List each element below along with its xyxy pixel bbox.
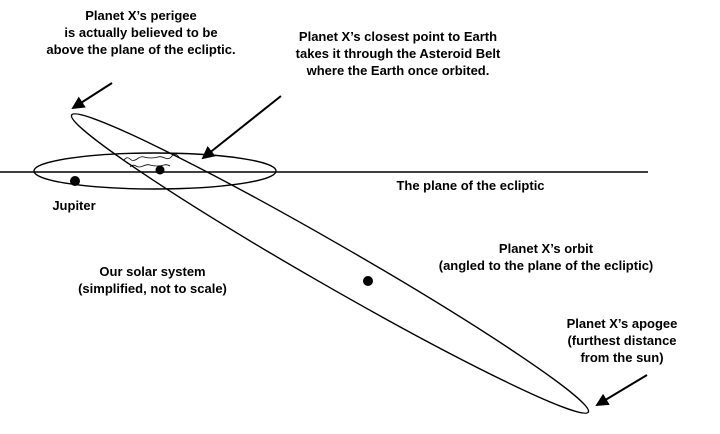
perigee-label-line1: Planet X’s perigee: [85, 8, 197, 23]
planet-x-orbit-label-line2: (angled to the plane of the ecliptic): [438, 258, 654, 273]
perigee-arrow: [71, 82, 113, 110]
perigee-label: Planet X’s perigee is actually believed …: [10, 7, 272, 58]
jupiter-label: Jupiter: [39, 197, 109, 214]
jupiter-label-text: Jupiter: [52, 198, 96, 213]
closest-point-label-line2: takes it through the Asteroid Belt: [295, 46, 501, 61]
perigee-label-line2: is actually believed to be: [64, 25, 218, 40]
apogee-label-line1: Planet X’s apogee: [566, 316, 678, 331]
solar-system-label-line2: (simplified, not to scale): [78, 281, 227, 296]
planet-x-dot: [363, 276, 373, 286]
apogee-label: Planet X’s apogee (furthest distance fro…: [544, 315, 700, 366]
solar-system-label-line1: Our solar system: [99, 264, 206, 279]
closest-point-label-line3: where the Earth once orbited.: [306, 63, 490, 78]
inner-planets-scribble: [123, 153, 180, 168]
apogee-arrow: [595, 374, 648, 407]
apogee-label-line2: (furthest distance: [567, 333, 677, 348]
jupiter-dot: [70, 176, 80, 186]
planet-x-orbit-ellipse: [70, 113, 590, 414]
perigee-label-line3: above the plane of the ecliptic.: [46, 42, 236, 57]
closest-point-label: Planet X’s closest point to Earth takes …: [272, 28, 524, 79]
closest-point-label-line1: Planet X’s closest point to Earth: [298, 29, 498, 44]
asteroid-belt-dot: [155, 165, 165, 175]
closest-point-arrow: [201, 95, 282, 160]
planet-x-orbit-label: Planet X’s orbit (angled to the plane of…: [416, 240, 676, 274]
ecliptic-plane-label-text: The plane of the ecliptic: [396, 178, 545, 193]
solar-system-ellipse: [33, 152, 277, 190]
planet-x-orbit-label-line1: Planet X’s orbit: [498, 241, 594, 256]
apogee-label-line3: from the sun): [580, 350, 664, 365]
solar-system-label: Our solar system (simplified, not to sca…: [50, 263, 255, 297]
ecliptic-plane-label: The plane of the ecliptic: [383, 177, 558, 194]
